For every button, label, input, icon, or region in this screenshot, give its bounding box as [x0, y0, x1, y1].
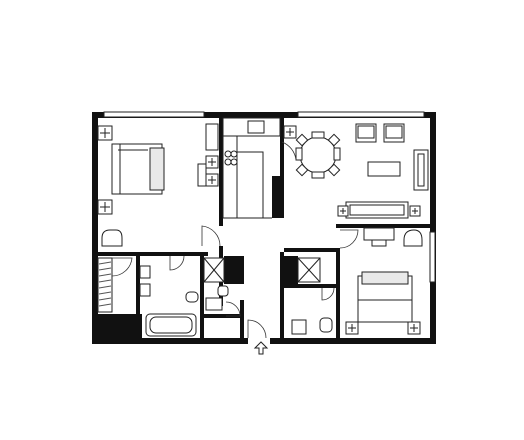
wall-block-bl — [92, 314, 142, 344]
lamp-icon — [205, 173, 219, 187]
armchair-2-seat — [385, 125, 403, 139]
kitchen — [222, 117, 281, 219]
wall-wc-right — [240, 300, 244, 338]
sink-left-1 — [139, 265, 151, 279]
lamp-icon — [345, 321, 359, 335]
wall-top-mid — [208, 112, 288, 118]
wardrobe-hangers — [98, 261, 112, 307]
entrance-arrow-icon — [253, 341, 269, 355]
wall-bottom-left — [92, 338, 248, 344]
bed-left-headboard — [149, 147, 165, 191]
kitchen-counter-left — [222, 135, 238, 219]
wall-wc-bottom — [204, 314, 240, 318]
window-top-left — [103, 111, 205, 118]
sink-left-2 — [139, 283, 151, 297]
living-dining — [281, 123, 429, 219]
wall-bath-right — [200, 256, 204, 338]
door-swing-icon — [201, 225, 221, 247]
armchair-left — [101, 229, 123, 247]
bed-right-headboard — [361, 271, 409, 285]
bathroom-left — [139, 255, 199, 337]
bedroom-left — [97, 123, 221, 247]
bathroom-right — [291, 257, 335, 335]
chair-left — [197, 163, 207, 187]
sink-right — [291, 319, 307, 335]
desk-lamp-icon — [205, 155, 219, 169]
lamp-icon — [409, 205, 421, 217]
wc — [205, 285, 241, 317]
wall-bath-right-top — [284, 248, 340, 252]
wall-bedroom-left-bottom — [98, 252, 208, 256]
lamp-icon — [337, 205, 349, 217]
wall-kitchen-stub — [272, 176, 284, 218]
wall-bath-left — [136, 256, 140, 314]
door-swing-icon — [247, 319, 267, 339]
kitchen-sink — [247, 120, 265, 134]
wc-sink — [205, 297, 223, 311]
lamp-icon — [97, 199, 113, 215]
entrance — [247, 319, 269, 355]
armchair-right — [403, 229, 423, 247]
wall-shaft-right — [284, 256, 298, 284]
wall-kitchen-right — [280, 118, 284, 218]
door-swing-icon — [321, 287, 335, 301]
shower-left — [203, 257, 225, 283]
lamp-icon — [97, 125, 113, 141]
desk-right — [363, 227, 395, 241]
sofa-seat — [349, 204, 405, 216]
windows — [103, 111, 436, 283]
window-top-right — [297, 111, 425, 118]
wall-bedroom-right-top — [336, 224, 436, 228]
wardrobe-left — [97, 257, 133, 313]
toilet-left — [185, 291, 199, 303]
door-swing-icon — [169, 255, 185, 271]
wall-left — [92, 112, 98, 344]
lamp-icon — [283, 125, 297, 139]
door-swing-icon — [225, 301, 241, 317]
kitchen-island — [236, 151, 264, 219]
desk-right-chair — [371, 239, 387, 247]
wall-shaft-left — [224, 256, 244, 284]
window-right — [429, 231, 436, 283]
wall-bath-right-left — [280, 252, 284, 338]
wc-toilet — [217, 285, 229, 297]
armchair-1-seat — [357, 125, 375, 139]
door-swing-icon — [111, 257, 133, 277]
bedroom-right — [339, 227, 423, 335]
coffee-table — [367, 161, 401, 177]
door-swing-icon — [281, 141, 297, 161]
lamp-icon — [407, 321, 421, 335]
tv-unit-screen — [417, 153, 425, 187]
dining-chairs — [295, 131, 341, 179]
wall-bedroom-right-left — [336, 252, 340, 338]
wall-bottom-right — [270, 338, 436, 344]
desk-left — [205, 123, 219, 151]
toilet-right — [319, 317, 333, 333]
door-swing-icon — [339, 229, 359, 249]
wall-bath-right-mid — [284, 284, 336, 288]
bathtub-left-inner — [149, 316, 193, 334]
wall-kitchen-left — [219, 118, 223, 226]
